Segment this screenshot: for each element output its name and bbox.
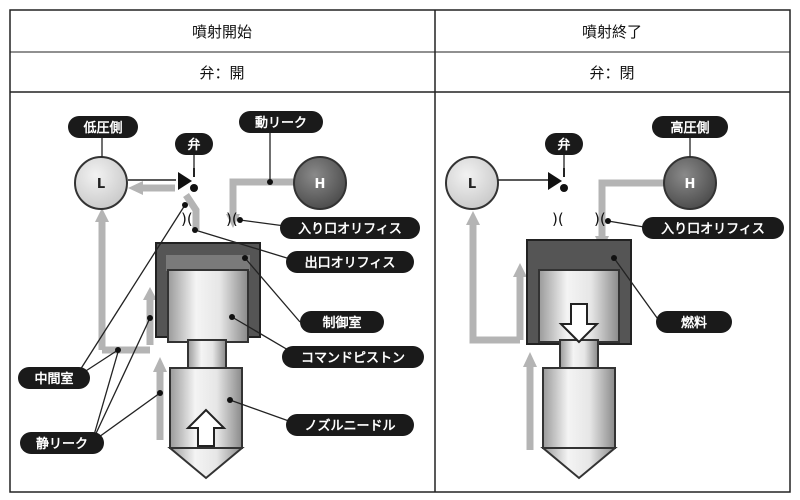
right-leader-dots [605, 218, 617, 261]
left-inlet-orifice-icon: )( [226, 210, 238, 228]
right-arrow-up-1 [466, 211, 480, 225]
left-arrow-up-3 [143, 287, 157, 300]
left-command-piston-pill [282, 346, 424, 368]
left-intermediate-chamber-pill [18, 367, 90, 389]
right-arrow-up-2 [523, 352, 537, 367]
right-inlet-orifice-icon: )( [594, 210, 606, 228]
left-dynamic-leak-pill [239, 111, 323, 133]
left-command-piston-head [167, 269, 249, 343]
left-high-pressure-circle [293, 156, 347, 210]
right-nozzle-body [542, 367, 616, 449]
left-nozzle-needle-pill [286, 414, 414, 436]
left-arrow-up-2 [153, 357, 167, 372]
left-static-leak-pill [20, 432, 104, 454]
left-low-pressure-circle [74, 156, 128, 210]
right-title: 噴射終了 [582, 23, 642, 41]
left-control-chamber [166, 255, 250, 271]
left-low-pressure-text: 低圧側 [82, 120, 122, 136]
right-piston-down-arrow [558, 303, 600, 344]
left-valve-ball [190, 184, 198, 192]
left-command-piston-text: コマンドピストン [301, 351, 405, 366]
left-title: 噴射開始 [192, 23, 252, 41]
left-valve-pill [175, 133, 213, 155]
right-command-piston-rod [559, 339, 599, 371]
right-flow-paths [469, 179, 686, 450]
left-intermediate-chamber-text: 中間室 [34, 371, 73, 387]
left-nozzle-needle-text: ノズルニードル [304, 418, 395, 434]
right-valve-text: 弁 [557, 137, 570, 153]
right-high-pressure-text: 高圧側 [670, 120, 709, 136]
left-outlet-orifice-text: 出口オリフィス [305, 255, 396, 271]
left-low-pressure-pill [68, 116, 138, 138]
right-nozzle-tip [540, 447, 618, 480]
right-L-label: L [468, 177, 476, 192]
left-L-label: L [97, 177, 105, 192]
right-high-pressure-pill [652, 116, 728, 138]
left-arrow-left [128, 181, 143, 195]
right-valve-pill [545, 133, 583, 155]
right-outlet-orifice-icon: )( [552, 210, 564, 228]
left-outlet-orifice-icon: )( [181, 210, 193, 228]
right-fuel-pill [656, 311, 732, 333]
left-valve-state: 弁：開 [199, 64, 244, 82]
right-valve-icon [548, 172, 562, 190]
left-inlet-orifice-text: 入り口オリフィス [298, 222, 402, 237]
left-valve-text: 弁 [187, 137, 200, 153]
right-panel: L H )( )( 弁 高圧側 入り口オリフィス 燃料 [445, 116, 784, 480]
left-needle-up-arrow [185, 408, 227, 447]
left-panel: L H )( )( [18, 111, 424, 480]
left-dynamic-leak-text: 動リーク [255, 115, 307, 131]
right-arrow-up-3 [513, 263, 527, 277]
right-valve-ball [560, 184, 568, 192]
left-command-piston-rod [187, 339, 227, 371]
left-static-leak-text: 静リーク [36, 436, 88, 452]
left-leader-dots [115, 179, 273, 403]
right-valve-state: 弁：閉 [589, 64, 634, 82]
left-outlet-orifice-pill [286, 251, 414, 273]
right-fuel-text: 燃料 [681, 315, 707, 331]
right-H-label: H [685, 177, 696, 192]
right-inlet-orifice-pill [642, 217, 784, 239]
left-control-chamber-text: 制御室 [322, 315, 361, 331]
left-control-chamber-pill [300, 311, 384, 333]
left-H-label: H [315, 177, 326, 192]
left-arrow-up-1 [95, 208, 109, 222]
right-inlet-orifice-text: 入り口オリフィス [661, 222, 765, 237]
left-arrow-down [226, 214, 240, 228]
left-valve-icon [178, 172, 192, 190]
left-nozzle-tip [167, 447, 245, 480]
left-inlet-orifice-pill [280, 217, 420, 239]
right-low-pressure-circle [445, 156, 499, 210]
